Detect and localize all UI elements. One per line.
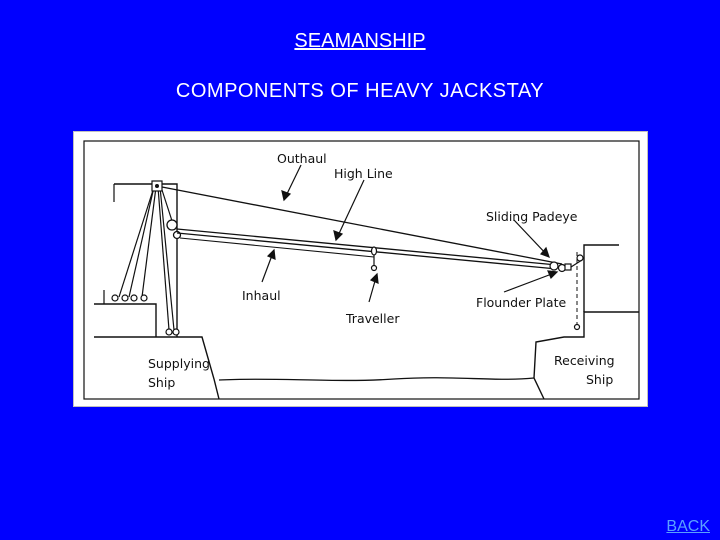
high-line-sheave bbox=[166, 219, 178, 231]
label-inhaul: Inhaul bbox=[242, 288, 281, 303]
supplying-ship-hull bbox=[94, 336, 220, 400]
label-sliding-padeye: Sliding Padeye bbox=[486, 209, 578, 224]
inhaul-line bbox=[179, 237, 375, 258]
traveller-block bbox=[370, 246, 378, 272]
slide-subtitle: COMPONENTS OF HEAVY JACKSTAY bbox=[175, 80, 545, 102]
flounder-plate-assembly bbox=[549, 254, 584, 331]
jackstay-diagram-svg: Outhaul High Line Sliding Padeye Inhaul … bbox=[83, 140, 640, 400]
label-receiving-ship-line2: Ship bbox=[586, 372, 613, 387]
label-high-line: High Line bbox=[334, 166, 393, 181]
waterline bbox=[218, 377, 535, 382]
supplying-ship-deck bbox=[94, 303, 157, 337]
label-traveller: Traveller bbox=[345, 311, 400, 326]
high-line-upper bbox=[176, 228, 558, 266]
supplying-ship-kingpost bbox=[114, 183, 178, 337]
inhaul-sheave bbox=[172, 230, 182, 240]
mast-top-sheave bbox=[155, 184, 159, 188]
inner-frame bbox=[83, 140, 640, 400]
high-line-lower bbox=[176, 232, 558, 270]
label-flounder-plate: Flounder Plate bbox=[476, 295, 566, 310]
slide-title: SEAMANSHIP bbox=[294, 30, 426, 52]
label-arrows bbox=[261, 164, 559, 303]
outhaul-line bbox=[161, 186, 563, 265]
receiving-ship-superstructure bbox=[583, 244, 619, 312]
label-outhaul: Outhaul bbox=[277, 151, 327, 166]
label-receiving-ship-line1: Receiving bbox=[554, 353, 615, 368]
padeye-link bbox=[570, 259, 583, 268]
mast-rigging bbox=[118, 186, 175, 331]
label-supplying-ship-line2: Ship bbox=[148, 375, 175, 390]
supplying-winches bbox=[111, 294, 180, 336]
jackstay-diagram: Outhaul High Line Sliding Padeye Inhaul … bbox=[73, 131, 648, 407]
back-link[interactable]: BACK bbox=[666, 518, 710, 535]
label-supplying-ship-line1: Supplying bbox=[148, 356, 210, 371]
